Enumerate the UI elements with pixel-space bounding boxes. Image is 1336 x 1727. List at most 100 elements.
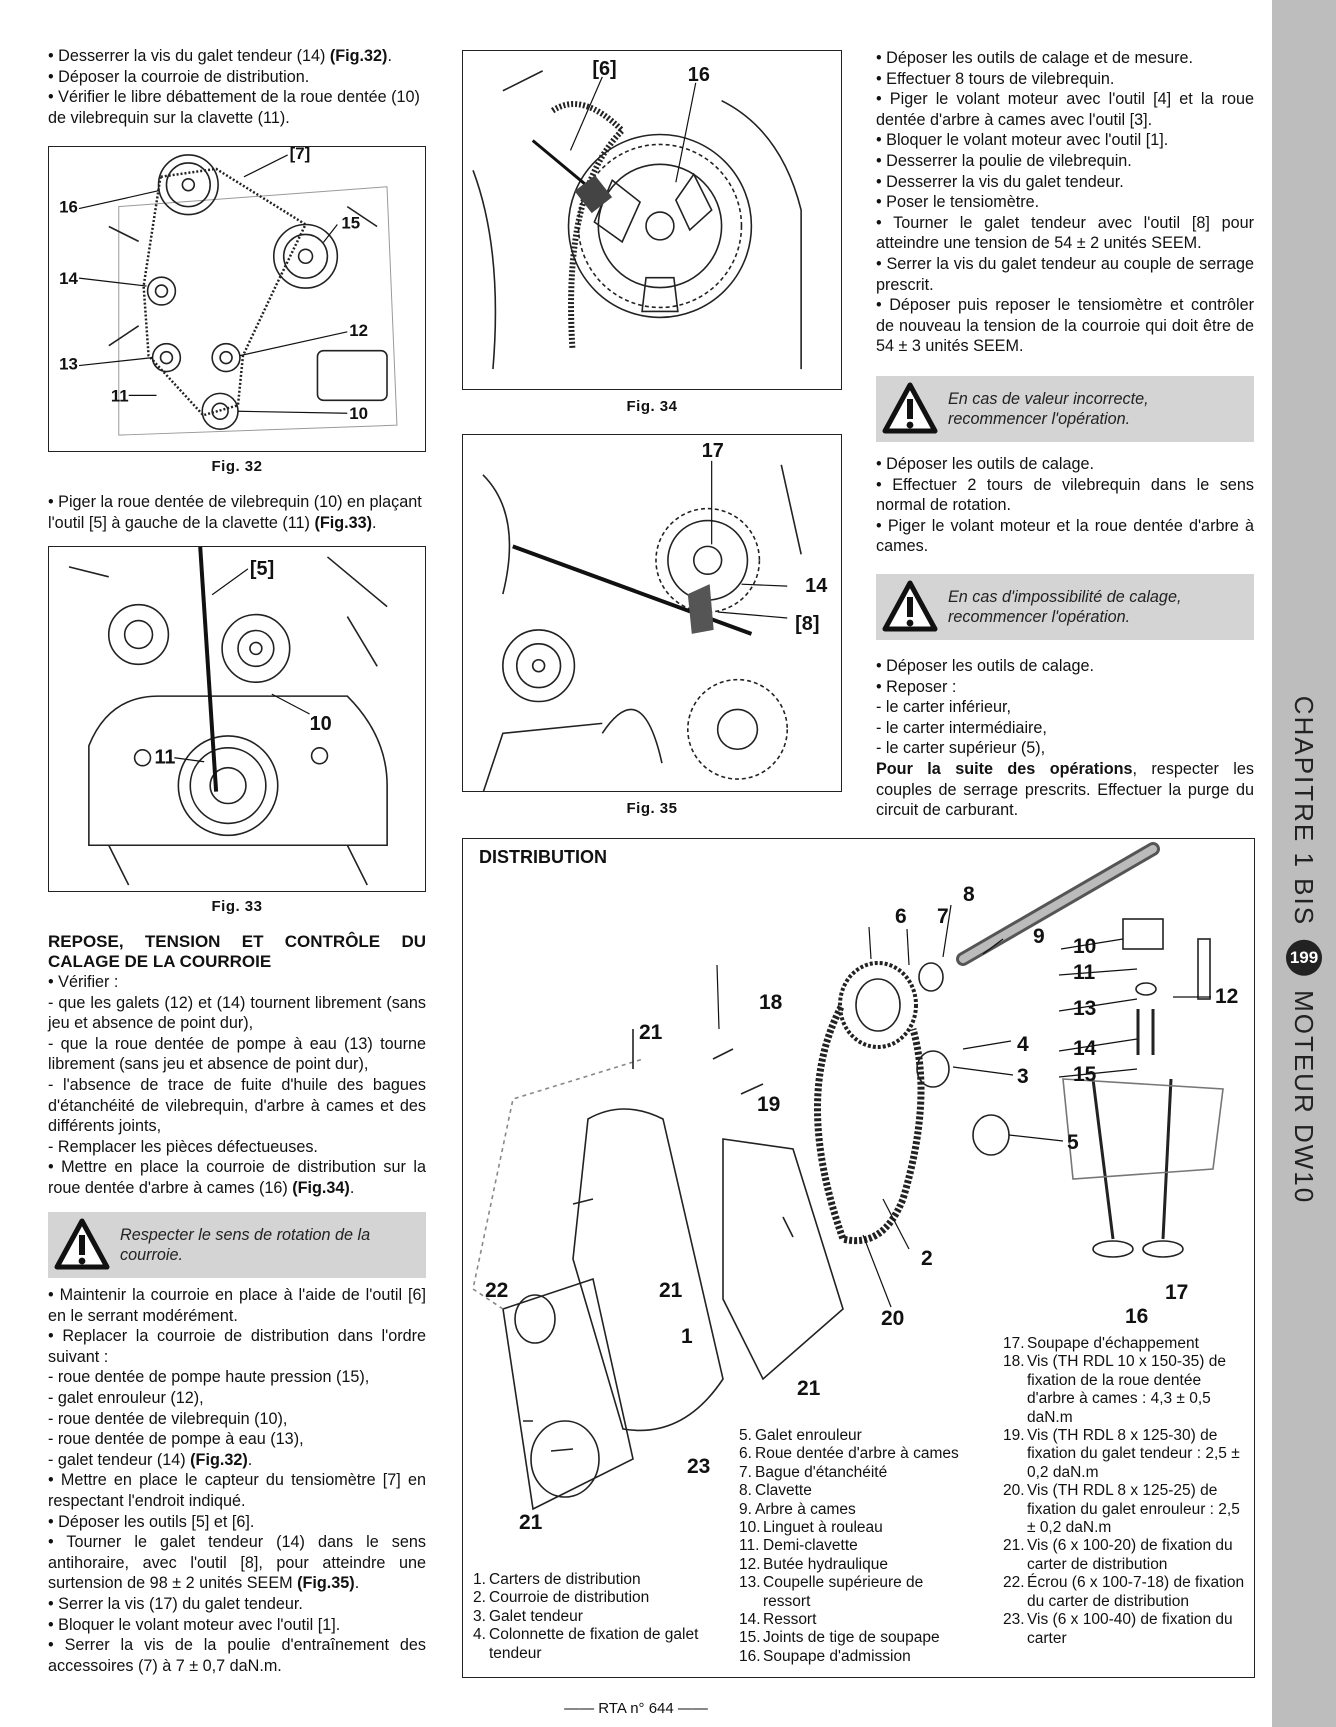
figure-34-caption: Fig. 34: [626, 398, 678, 415]
svg-text:1: 1: [681, 1325, 693, 1348]
tensioner-drawing: 17 14 [8]: [482, 440, 827, 791]
page-number-badge: 199: [1286, 940, 1322, 977]
svg-text:[8]: [8]: [795, 613, 819, 635]
legend-item: 8.Clavette: [739, 1482, 812, 1500]
svg-text:15: 15: [1073, 1063, 1097, 1086]
svg-text:13: 13: [59, 355, 78, 374]
engine-label: MOTEUR DW10: [1289, 990, 1320, 1205]
svg-text:8: 8: [963, 883, 975, 906]
svg-text:17: 17: [702, 440, 724, 462]
figure-33: [5] 10 11: [48, 546, 426, 892]
legend-item: 12.Butée hydraulique: [739, 1555, 888, 1573]
legend-item: 6.Roue dentée d'arbre à cames: [739, 1445, 959, 1463]
svg-text:4: 4: [1017, 1033, 1029, 1056]
svg-text:10: 10: [1073, 935, 1096, 958]
warning-icon: [882, 382, 938, 434]
svg-text:23: 23: [687, 1455, 710, 1478]
legend-item: 16.Soupape d'admission: [739, 1647, 911, 1665]
paragraph: - Remplacer les pièces défectueuses.: [48, 1137, 318, 1156]
legend-item: 14.Ressort: [739, 1611, 817, 1629]
warning-text: En cas de valeur incorrecte, recommencer…: [948, 390, 1149, 428]
legend-item: 7.Bague d'étanchéité: [739, 1463, 888, 1481]
svg-text:22: 22: [485, 1279, 508, 1302]
exploded-view-drawing: 9 8 6 7 10 11 12 13 14 15 18 4 3 21 19 5…: [472, 842, 1238, 1534]
chapter-sidebar: [1272, 0, 1336, 1727]
legend-item: 11.Demi-clavette: [739, 1537, 858, 1555]
svg-text:5: 5: [1067, 1131, 1079, 1154]
svg-text:9: 9: [1033, 925, 1045, 948]
warning-icon: [882, 580, 938, 632]
legend-item: 20.Vis (TH RDL 8 x 125-25) de fixation d…: [1003, 1482, 1240, 1537]
legend-item: 19.Vis (TH RDL 8 x 125-30) de fixation d…: [1003, 1427, 1240, 1481]
legend-item: 22.Écrou (6 x 100-7-18) de fixation du c…: [1003, 1574, 1245, 1610]
legend-item: 4.Colonnette de fixation de galet tendeu…: [473, 1626, 699, 1662]
chapter-tab: CHAPITRE 1 BIS 199 MOTEUR DW10: [1286, 696, 1322, 1204]
svg-text:16: 16: [59, 198, 78, 217]
legend-item: 10.Linguet à rouleau: [739, 1519, 883, 1537]
legend-item: 23.Vis (6 x 100-40) de fixation du carte…: [1003, 1611, 1233, 1647]
svg-text:12: 12: [349, 321, 368, 340]
svg-text:18: 18: [759, 991, 783, 1014]
legend-item: 9.Arbre à cames: [739, 1500, 856, 1518]
figure-32: [7] 16 15 14 12 13 11 10: [48, 146, 426, 452]
legend-item: 21.Vis (6 x 100-20) de fixation du carte…: [1003, 1537, 1233, 1573]
svg-text:19: 19: [757, 1093, 780, 1116]
paragraph: - que la roue dentée de pompe à eau (13)…: [48, 1034, 426, 1074]
warning-icon: [54, 1218, 110, 1270]
svg-text:3: 3: [1017, 1065, 1029, 1088]
svg-text:14: 14: [1073, 1037, 1097, 1060]
svg-text:10: 10: [310, 713, 332, 735]
svg-text:[5]: [5]: [250, 558, 274, 580]
paragraph: - l'absence de trace de fuite d'huile de…: [48, 1075, 426, 1136]
svg-text:12: 12: [1215, 985, 1238, 1008]
column-3-bottom: • Déposer les outils de calage. • Repose…: [876, 657, 1254, 820]
paragraph: • Vérifier :: [48, 973, 119, 991]
distribution-title: DISTRIBUTION: [479, 847, 607, 867]
svg-text:11: 11: [154, 747, 175, 769]
svg-text:20: 20: [881, 1307, 904, 1330]
svg-text:21: 21: [639, 1021, 663, 1044]
engine-timing-drawing: [7] 16 15 14 12 13 11 10: [59, 147, 398, 436]
paragraph: • Desserrer la vis du galet tendeur (14)…: [48, 47, 392, 65]
svg-text:10: 10: [349, 404, 368, 423]
section-heading: REPOSE, TENSION ET CONTRÔLE DU CALAGE DE…: [48, 932, 426, 971]
distribution-diagram: DISTRIBUTION: [462, 838, 1255, 1678]
warning-text: Respecter le sens de rotation de la cour…: [120, 1226, 371, 1264]
column-1-bottom: REPOSE, TENSION ET CONTRÔLE DU CALAGE DE…: [48, 932, 426, 1199]
svg-text:15: 15: [341, 213, 360, 232]
camshaft-belt-drawing: [6] 16: [472, 58, 802, 370]
warning-box: En cas d'impossibilité de calage, recomm…: [876, 574, 1254, 640]
legend-item: 15.Joints de tige de soupape: [739, 1629, 940, 1647]
svg-text:14: 14: [805, 575, 827, 597]
legend-item: 5.Galet enrouleur: [739, 1427, 862, 1444]
column-1: • Desserrer la vis du galet tendeur (14)…: [48, 46, 426, 128]
warning-text: En cas d'impossibilité de calage, recomm…: [948, 588, 1182, 626]
svg-text:11: 11: [111, 386, 129, 405]
svg-text:16: 16: [688, 64, 710, 86]
figure-34: [6] 16: [462, 50, 842, 390]
legend-item: 2.Courroie de distribution: [473, 1589, 650, 1607]
figure-35: 17 14 [8]: [462, 434, 842, 792]
svg-text:16: 16: [1125, 1305, 1148, 1328]
legend-item: 1.Carters de distribution: [473, 1571, 641, 1588]
svg-text:17: 17: [1165, 1281, 1188, 1304]
column-3-mid: • Déposer les outils de calage. • Effect…: [876, 455, 1254, 556]
svg-text:13: 13: [1073, 997, 1096, 1020]
legend-item: 13.Coupelle supérieure de ressort: [739, 1574, 924, 1610]
warning-box: Respecter le sens de rotation de la cour…: [48, 1212, 426, 1278]
paragraph: • Déposer la courroie de distribution.: [48, 67, 310, 86]
svg-text:21: 21: [659, 1279, 683, 1302]
svg-text:21: 21: [519, 1511, 543, 1534]
column-1-mid: • Piger la roue dentée de vilebrequin (1…: [48, 492, 426, 533]
page-footer: —— RTA n° 644 ——: [564, 1700, 708, 1717]
svg-text:[6]: [6]: [592, 58, 616, 80]
paragraph: • Piger la roue dentée de vilebrequin (1…: [48, 493, 422, 532]
svg-text:11: 11: [1073, 961, 1096, 984]
column-1-steps: • Maintenir la courroie en place à l'aid…: [48, 1286, 426, 1675]
figure-32-caption: Fig. 32: [211, 458, 263, 475]
figure-33-caption: Fig. 33: [211, 898, 263, 915]
column-3: • Déposer les outils de calage et de mes…: [876, 49, 1254, 356]
